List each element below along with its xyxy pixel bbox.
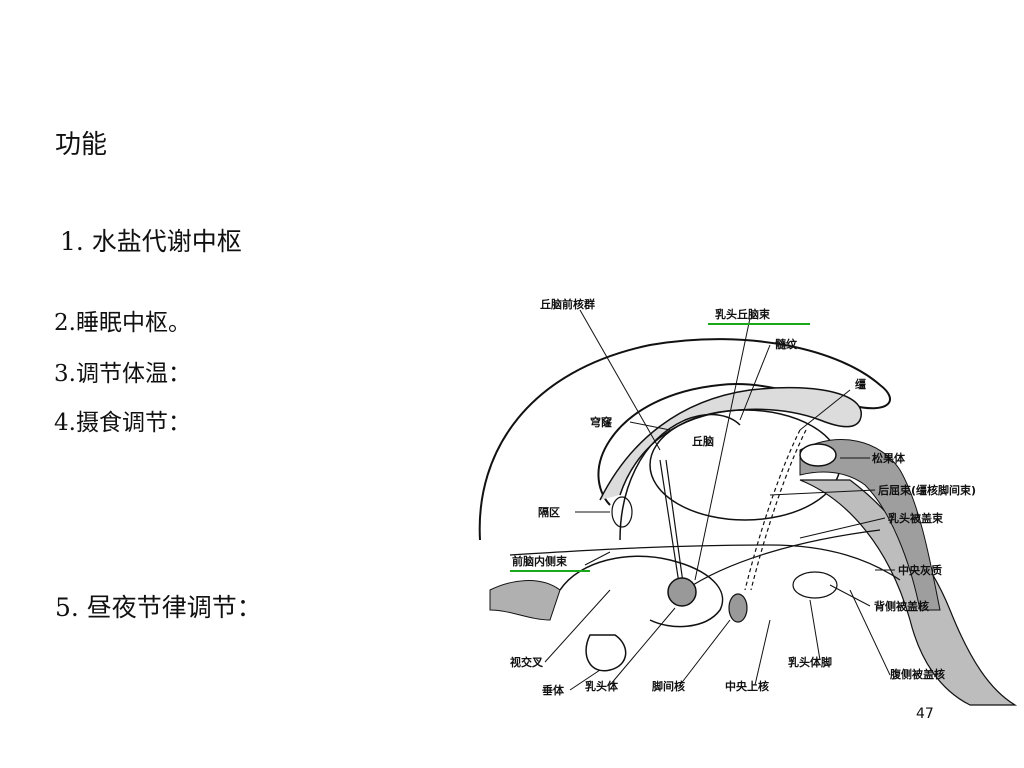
list-item-3: 3.调节体温： bbox=[54, 361, 191, 387]
label-ventral-tegmental-nucleus: 腹侧被盖核 bbox=[890, 667, 945, 681]
optic-region bbox=[489, 580, 561, 621]
label-septum: 隔区 bbox=[538, 505, 560, 519]
fornix-tract bbox=[619, 413, 741, 541]
label-thalamic-anterior-nuclei: 丘脑前核群 bbox=[540, 297, 595, 311]
leader-lines bbox=[544, 309, 895, 691]
medial-forebrain-bundle bbox=[509, 544, 901, 581]
label-mammillothalamic-tract: 乳头丘脑束 bbox=[715, 307, 771, 321]
pineal-shape bbox=[799, 443, 837, 467]
pituitary bbox=[585, 634, 627, 672]
label-superior-central-nucleus: 中央上核 bbox=[725, 679, 769, 693]
label-habenula: 缰 bbox=[855, 377, 866, 391]
mammillotegmental-tract bbox=[684, 529, 881, 591]
label-pineal-body: 松果体 bbox=[872, 451, 906, 465]
label-thalamus: 丘脑 bbox=[692, 434, 714, 448]
label-hypophysis: 垂体 bbox=[542, 683, 565, 697]
list-item-2: 2.睡眠中枢。 bbox=[54, 310, 191, 336]
tectum bbox=[799, 439, 941, 611]
septum-shape bbox=[611, 496, 633, 528]
tegmental-nuclei-shape bbox=[792, 571, 838, 599]
label-fornix: 穹窿 bbox=[590, 415, 613, 429]
label-medial-forebrain-bundle: 前脑内侧束 bbox=[512, 554, 568, 568]
label-optic-chiasm: 视交叉 bbox=[510, 655, 544, 669]
page-number: 47 bbox=[916, 706, 934, 722]
label-stria-medullaris: 髓纹 bbox=[775, 337, 798, 351]
mammillothalamic-tract bbox=[659, 459, 685, 591]
brain-diagram: 丘脑前核群 乳头丘脑束 髓纹 缰 穹窿 丘脑 松果体 后屈束(缰核脚间束) 隔区… bbox=[478, 297, 1018, 706]
label-mammillotegmental-tract: 乳头被盖束 bbox=[888, 511, 944, 525]
cerebrum-outline bbox=[478, 338, 891, 541]
label-dorsal-tegmental-nucleus: 背侧被盖核 bbox=[874, 599, 929, 613]
label-interpeduncular-nucleus: 脚间核 bbox=[652, 679, 685, 693]
label-fasciculus-retroflexus: 后屈束(缰核脚间束) bbox=[878, 483, 976, 497]
list-item-4: 4.摄食调节： bbox=[54, 410, 191, 436]
list-item-1: 1. 水盐代谢中枢 bbox=[60, 227, 242, 256]
interpeduncular-shape bbox=[728, 593, 748, 623]
mammillary-body-shape bbox=[667, 577, 697, 607]
fasciculus-retroflexus bbox=[744, 429, 807, 591]
label-mammillary-peduncle: 乳头体脚 bbox=[788, 655, 832, 669]
label-mammillary-body: 乳头体 bbox=[585, 679, 619, 693]
label-central-gray: 中央灰质 bbox=[898, 563, 942, 577]
slide-heading: 功能 bbox=[55, 130, 108, 160]
list-item-5: 5. 昼夜节律调节： bbox=[55, 593, 262, 622]
